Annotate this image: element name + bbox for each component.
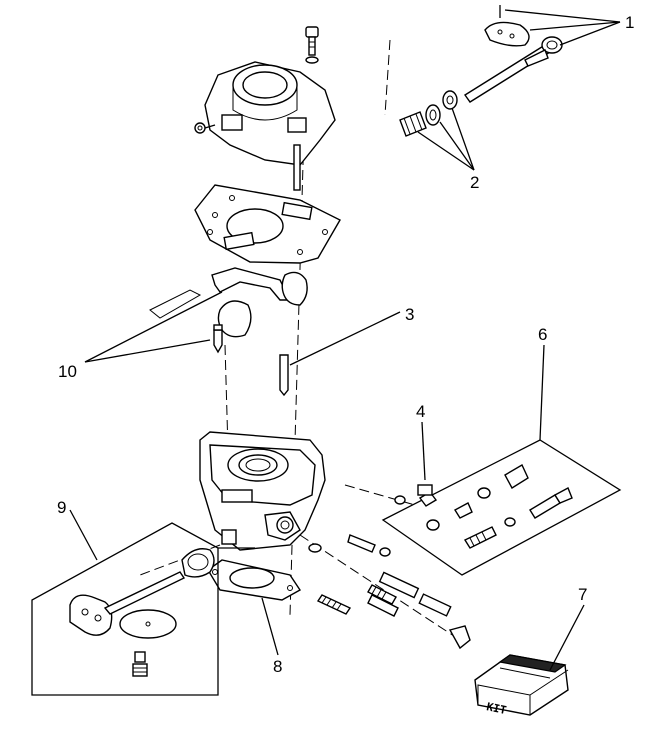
leader-lines [31,9,621,696]
idle-mixture-screws [367,571,471,650]
throttle-screw [132,651,148,677]
springs [316,584,397,615]
callout-numbers: 1 2 3 4 6 7 8 9 10 [57,13,634,676]
choke-spring-washers [399,90,458,137]
float-assembly [149,267,308,338]
callout-1: 1 [625,13,634,32]
main-jet-pin [279,354,289,397]
callout-6: 6 [538,325,547,344]
kit-box: KIT [474,654,569,717]
needle-valve [213,324,223,354]
small-washers [308,534,391,557]
callout-3: 3 [405,305,414,324]
callout-7: 7 [578,585,587,604]
choke-shaft [463,36,563,103]
drain-screw [394,484,433,505]
kit-box-label: KIT [485,700,508,717]
callout-4: 4 [416,402,425,421]
callout-2: 2 [470,173,479,192]
cover-gasket [194,184,341,264]
carburetor-cover [194,61,336,166]
choke-plate [484,5,530,47]
gasket-kit-group-outline [381,439,622,576]
callout-9: 9 [57,498,66,517]
callout-10: 10 [58,362,77,381]
mounting-gasket [207,559,302,601]
cover-pin [293,144,301,191]
callout-8: 8 [273,657,282,676]
carburetor-body [199,431,326,551]
top-screw [305,26,319,64]
throttle-plate-assembly [69,548,215,639]
